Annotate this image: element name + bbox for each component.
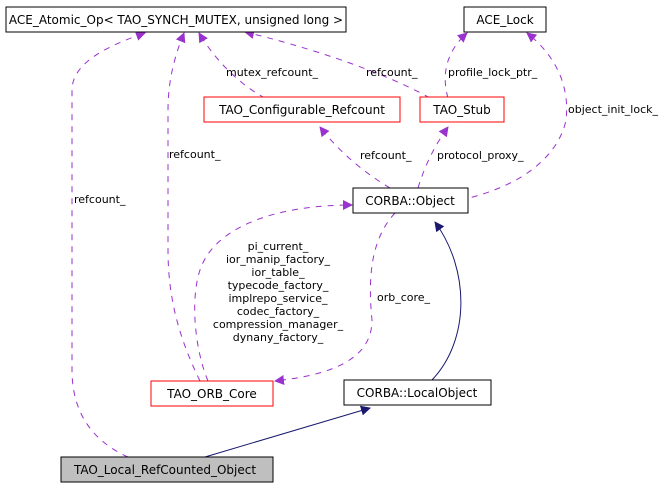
- label-mutex-refcount: mutex_refcount_: [226, 66, 319, 79]
- edge-orb-core: [274, 212, 396, 385]
- edge-profile-lock: [444, 32, 468, 99]
- label-pi-current: pi_current_: [248, 240, 309, 253]
- label-codec-factory: codec_factory_: [237, 305, 320, 318]
- node-corba-object[interactable]: CORBA::Object: [352, 187, 469, 214]
- label-refcount-orb: refcount_: [169, 148, 221, 161]
- node-local-refcounted-object: TAO_Local_RefCounted_Object: [60, 456, 274, 483]
- label-ior-manip-factory: ior_manip_factory_: [226, 253, 331, 266]
- node-ace-lock[interactable]: ACE_Lock: [463, 6, 547, 33]
- edge-inherit-localobject: [204, 405, 371, 458]
- node-orb-core-label: TAO_ORB_Core: [166, 387, 257, 401]
- label-orb-core: orb_core_: [377, 291, 431, 304]
- label-refcount-stub: refcount_: [366, 66, 418, 79]
- edge-refcount-orb: [167, 32, 201, 382]
- label-orb-members: pi_current_ ior_manip_factory_ ior_table…: [213, 240, 344, 344]
- node-corba-object-label: CORBA::Object: [365, 194, 455, 208]
- label-typecode-factory: typecode_factory_: [228, 279, 329, 292]
- node-local-object[interactable]: CORBA::LocalObject: [343, 379, 492, 406]
- node-configurable-refcount-label: TAO_Configurable_Refcount: [218, 103, 385, 117]
- label-compression-manager: compression_manager_: [213, 318, 344, 331]
- node-tao-stub-label: TAO_Stub: [432, 103, 490, 117]
- node-atomic-op-label: ACE_Atomic_Op< TAO_SYNCH_MUTEX, unsigned…: [9, 13, 343, 27]
- label-ior-table: ior_table_: [251, 266, 305, 279]
- edge-protocol-proxy: [417, 126, 449, 189]
- node-configurable-refcount[interactable]: TAO_Configurable_Refcount: [203, 96, 401, 123]
- label-refcount-left: refcount_: [74, 193, 126, 206]
- edge-refcount-obj: [319, 126, 391, 189]
- label-dynany-factory: dynany_factory_: [233, 331, 324, 344]
- node-orb-core[interactable]: TAO_ORB_Core: [150, 380, 274, 407]
- edge-refcount-left: [71, 31, 146, 458]
- edge-object-init-lock: [459, 32, 568, 201]
- label-protocol-proxy: protocol_proxy_: [437, 149, 524, 162]
- node-ace-lock-label: ACE_Lock: [476, 13, 533, 27]
- edge-mutex-refcount: [198, 32, 266, 99]
- label-object-init-lock: object_init_lock_: [568, 103, 658, 116]
- node-atomic-op[interactable]: ACE_Atomic_Op< TAO_SYNCH_MUTEX, unsigned…: [5, 6, 347, 33]
- edge-orb-members: [194, 200, 353, 382]
- label-implrepo-service: implrepo_service_: [229, 292, 328, 305]
- edge-inherit-object: [431, 221, 462, 381]
- node-local-refcounted-object-label: TAO_Local_RefCounted_Object: [73, 463, 256, 477]
- node-tao-stub[interactable]: TAO_Stub: [419, 96, 505, 123]
- edge-refcount-stub: [244, 29, 431, 99]
- label-profile-lock-ptr: profile_lock_ptr_: [448, 66, 538, 79]
- node-local-object-label: CORBA::LocalObject: [357, 386, 478, 400]
- label-refcount-obj: refcount_: [360, 149, 412, 162]
